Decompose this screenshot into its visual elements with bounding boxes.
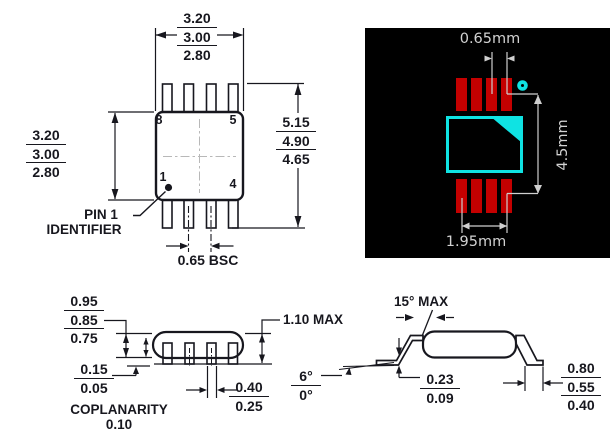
dim-foot-angle-arrows (321, 361, 395, 377)
pitch-label: 0.65 BSC (177, 252, 239, 268)
pin-number-4: 4 (229, 177, 237, 191)
dim-body-height-lines (108, 111, 154, 201)
dim-height-stack: 0.95 0.85 0.75 (64, 292, 104, 347)
dim-value: 0.09 (426, 389, 454, 406)
silkscreen-outline (446, 116, 523, 173)
dim-value: 6° (291, 367, 321, 386)
dim-standoff-arrow (112, 366, 139, 377)
dim-lead-width-stack: 0.40 0.25 (229, 378, 269, 414)
land-pattern-height-label: 4.5mm (555, 119, 571, 171)
pin-number-5: 5 (229, 113, 237, 127)
pin-number-8: 8 (155, 113, 163, 127)
pin1-identifier-label-line1: PIN 1 (84, 207, 118, 222)
dim-height-arrows (104, 319, 149, 357)
pin-number-1: 1 (159, 170, 167, 184)
dim-value: 5.15 (276, 113, 316, 132)
dim-width-stack: 3.20 3.00 2.80 (177, 9, 217, 64)
dim-pitch-lines (166, 206, 234, 252)
land-pattern-dimension-lines (461, 52, 542, 233)
dim-value: 0.23 (420, 370, 460, 389)
dim-lead-thickness-stack: 0.23 0.09 (420, 370, 460, 406)
dim-value: 4.65 (282, 151, 310, 167)
dim-max-height-arrow (259, 319, 280, 363)
dim-value: 0.95 (64, 292, 104, 311)
centerline-cross (163, 119, 236, 193)
land-pad-pitch-label: 0.65mm (459, 31, 521, 47)
dim-value: 0.40 (567, 397, 595, 413)
dim-standoff-stack: 0.15 0.05 (74, 360, 114, 396)
dim-width-lines (154, 28, 245, 111)
dim-value: 0.40 (229, 378, 269, 397)
dim-value: 0.15 (74, 360, 114, 379)
pin1-dot (164, 183, 173, 192)
dim-value: 0.25 (235, 397, 263, 414)
right-lead (515, 334, 544, 366)
coplanarity-label: COPLANARITY (70, 402, 168, 417)
side-view-package (321, 309, 563, 391)
land-pad-group-width-label: 1.95mm (445, 234, 507, 250)
front-view-package (104, 319, 280, 398)
dim-value: 3.00 (177, 28, 217, 46)
dim-value: 0° (299, 386, 313, 403)
pin1-leader-line (133, 190, 166, 217)
dim-foot-length-stack: 0.80 0.55 0.40 (561, 359, 601, 414)
top-view-package (108, 28, 305, 252)
dim-value: 2.80 (32, 164, 60, 180)
dim-lead-width-arrows (186, 366, 238, 398)
dim-value: 2.80 (183, 47, 211, 63)
dim-value: 4.90 (276, 132, 316, 150)
lead-angle-label: 15° MAX (394, 294, 449, 309)
dim-value: 3.20 (26, 126, 66, 145)
dim-value: 0.55 (561, 378, 601, 396)
dim-lead-thickness-arrows (396, 338, 420, 379)
max-height-label: 1.10 MAX (283, 312, 344, 327)
dim-body-height-stack: 3.20 3.00 2.80 (26, 126, 66, 181)
pin1-identifier-label-line2: IDENTIFIER (46, 222, 122, 237)
pin1-marker-center (521, 84, 524, 87)
dim-value: 0.80 (561, 359, 601, 378)
side-view-body (421, 330, 518, 359)
dim-overall-length-stack: 5.15 4.90 4.65 (276, 113, 316, 168)
front-view-body (151, 330, 245, 360)
coplanarity-value: 0.10 (105, 417, 133, 432)
dim-value: 0.85 (64, 311, 104, 329)
dim-foot-length-arrows (503, 366, 563, 391)
land-pattern-background (365, 28, 610, 258)
dim-foot-angle-stack: 6° 0° (291, 367, 321, 403)
dim-value: 0.75 (70, 330, 98, 346)
dim-value: 3.20 (177, 9, 217, 28)
dim-value: 0.05 (80, 379, 108, 396)
dim-lead-angle-arrows (396, 309, 454, 336)
land-pattern-panel (365, 28, 610, 258)
dim-value: 3.00 (26, 145, 66, 163)
